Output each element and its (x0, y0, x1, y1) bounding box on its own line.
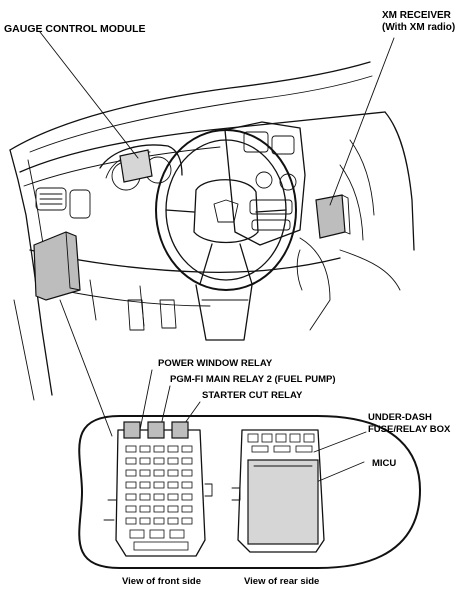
label-power-window-relay: POWER WINDOW RELAY (158, 358, 273, 369)
label-fuse-relay-box: FUSE/RELAY BOX (368, 424, 451, 435)
label-micu: MICU (372, 458, 396, 469)
xm-receiver-part (315, 194, 351, 239)
labels: GAUGE CONTROL MODULE XM RECEIVER (With X… (4, 10, 455, 587)
gauge-control-module-part (119, 149, 153, 183)
label-pgm-fi-main-relay: PGM-FI MAIN RELAY 2 (FUEL PUMP) (170, 374, 336, 385)
front-fuse-box (103, 421, 213, 557)
fuse-relay-box-part (33, 231, 81, 301)
micu-unit (247, 459, 319, 545)
label-xm-receiver: XM RECEIVER (382, 10, 452, 21)
label-gauge-control-module: GAUGE CONTROL MODULE (4, 23, 146, 35)
label-view-front: View of front side (122, 576, 201, 587)
rear-connector-row (247, 433, 315, 453)
label-under-dash: UNDER-DASH (368, 412, 432, 423)
label-view-rear: View of rear side (244, 576, 319, 587)
dashboard-drawing (9, 61, 415, 401)
label-xm-receiver-note: (With XM radio) (382, 22, 455, 33)
front-fuse-grid (125, 445, 193, 551)
rear-fuse-box (231, 429, 325, 553)
fuse-box-detail-oval (78, 415, 421, 569)
label-starter-cut-relay: STARTER CUT RELAY (202, 390, 303, 401)
